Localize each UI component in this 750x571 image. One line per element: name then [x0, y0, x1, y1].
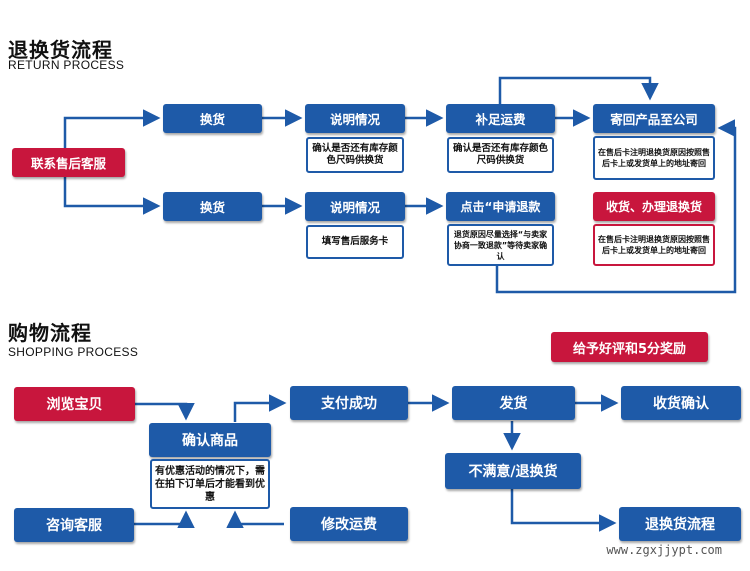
send-back-note: 在售后卡注明退换货原因按照售后卡上或发货单上的地址寄回 [593, 136, 715, 180]
ship-box: 发货 [452, 386, 575, 420]
explain-step-row1: 说明情况 [305, 104, 405, 133]
exchange-step-row1: 换货 [163, 104, 262, 133]
pay-success-box: 支付成功 [290, 386, 408, 420]
confirm-receipt-box: 收货确认 [621, 386, 741, 420]
exchange-step-row2: 换货 [163, 192, 262, 221]
browse-items-box: 浏览宝贝 [14, 387, 135, 421]
shopping-process-title: 购物流程 [8, 321, 92, 345]
receive-refund-step: 收货、办理退换货 [593, 192, 715, 221]
explain-note-row1: 确认是否还有库存颜色尺码供换货 [306, 137, 404, 173]
pay-shipping-step: 补足运费 [446, 104, 555, 133]
explain-step-row2: 说明情况 [305, 192, 405, 221]
confirm-item-box: 确认商品 [149, 423, 271, 457]
modify-shipping-box: 修改运费 [290, 507, 408, 541]
send-back-step: 寄回产品至公司 [593, 104, 715, 133]
confirm-item-note: 有优惠活动的情况下，需在拍下订单后才能看到优惠 [150, 459, 270, 509]
apply-refund-step: 点击“申请退款 [446, 192, 555, 221]
reward-badge: 给予好评和5分奖励 [551, 332, 708, 362]
return-flow-box: 退换货流程 [619, 507, 741, 541]
explain-note-row2: 填写售后服务卡 [306, 225, 404, 259]
watermark: www.zgxjjypt.com [606, 543, 722, 557]
contact-service-box: 联系售后客服 [12, 148, 125, 177]
apply-refund-note: 退货原因尽量选择“与卖家协商一致退款”等待卖家确认 [447, 224, 554, 266]
return-process-subtitle: RETURN PROCESS [8, 58, 125, 72]
pay-shipping-note: 确认是否还有库存颜色尺码供换货 [447, 137, 554, 173]
return-process-title: 退换货流程 [8, 38, 113, 62]
shopping-process-subtitle: SHOPPING PROCESS [8, 345, 139, 359]
consult-service-box: 咨询客服 [14, 508, 134, 542]
unsatisfied-return-box: 不满意/退换货 [445, 453, 581, 489]
receive-refund-note: 在售后卡注明退换货原因按照售后卡上或发货单上的地址寄回 [593, 224, 715, 266]
